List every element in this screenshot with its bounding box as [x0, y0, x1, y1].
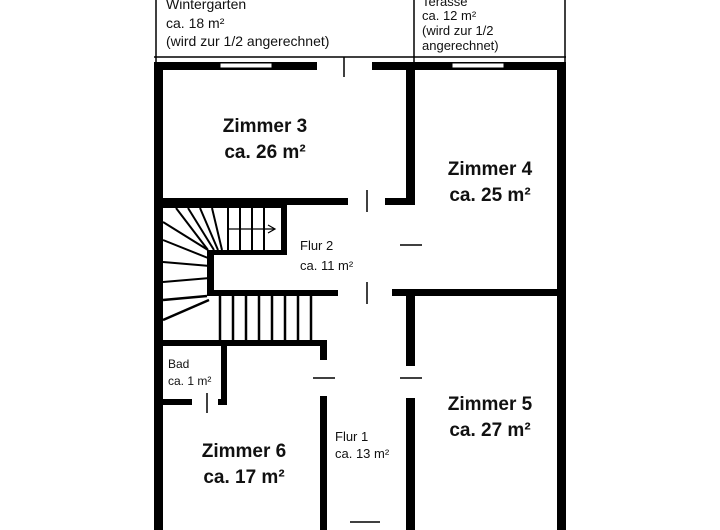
- bad-name: Bad: [168, 357, 190, 371]
- wintergarten-note: (wird zur 1/2 angerechnet): [166, 33, 330, 49]
- zimmer3-name: Zimmer 3: [222, 116, 308, 137]
- terrasse-note-line1: (wird zur 1/2: [422, 23, 494, 38]
- terrasse-note-line2: angerechnet): [422, 38, 499, 53]
- flur2-area: ca. 11 m²: [300, 258, 354, 273]
- outdoor-area-lines: [154, 0, 566, 62]
- wintergarten-name: Wintergarten: [166, 0, 247, 12]
- wintergarten-area: ca. 18 m²: [166, 15, 225, 31]
- zimmer3-area: ca. 26 m²: [224, 142, 306, 163]
- flur1-name: Flur 1: [335, 429, 369, 444]
- zimmer5-label: Zimmer 5 ca. 27 m²: [425, 392, 555, 444]
- zimmer5-area: ca. 27 m²: [449, 420, 531, 441]
- flur1-label: Flur 1 ca. 13 m²: [335, 428, 389, 462]
- zimmer6-area: ca. 17 m²: [203, 467, 285, 488]
- flur2-label: Flur 2 ca. 11 m²: [300, 237, 353, 274]
- windows: [219, 62, 505, 69]
- bad-area: ca. 1 m²: [168, 374, 212, 388]
- zimmer5-name: Zimmer 5: [447, 394, 533, 415]
- terrasse-area: ca. 12 m²: [422, 8, 477, 23]
- zimmer3-label: Zimmer 3 ca. 26 m²: [200, 114, 330, 166]
- inner-walls: [163, 68, 558, 530]
- door-marks: [206, 57, 422, 523]
- flur2-name: Flur 2: [300, 238, 334, 253]
- zimmer6-label: Zimmer 6 ca. 17 m²: [178, 439, 310, 491]
- staircase: [162, 203, 313, 340]
- zimmer4-label: Zimmer 4 ca. 25 m²: [425, 157, 555, 209]
- zimmer4-name: Zimmer 4: [447, 159, 533, 180]
- terrasse-name: Terasse: [422, 0, 468, 9]
- zimmer6-name: Zimmer 6: [201, 441, 287, 462]
- zimmer4-area: ca. 25 m²: [449, 185, 531, 206]
- bad-label: Bad ca. 1 m²: [168, 356, 211, 390]
- flur1-area: ca. 13 m²: [335, 446, 390, 461]
